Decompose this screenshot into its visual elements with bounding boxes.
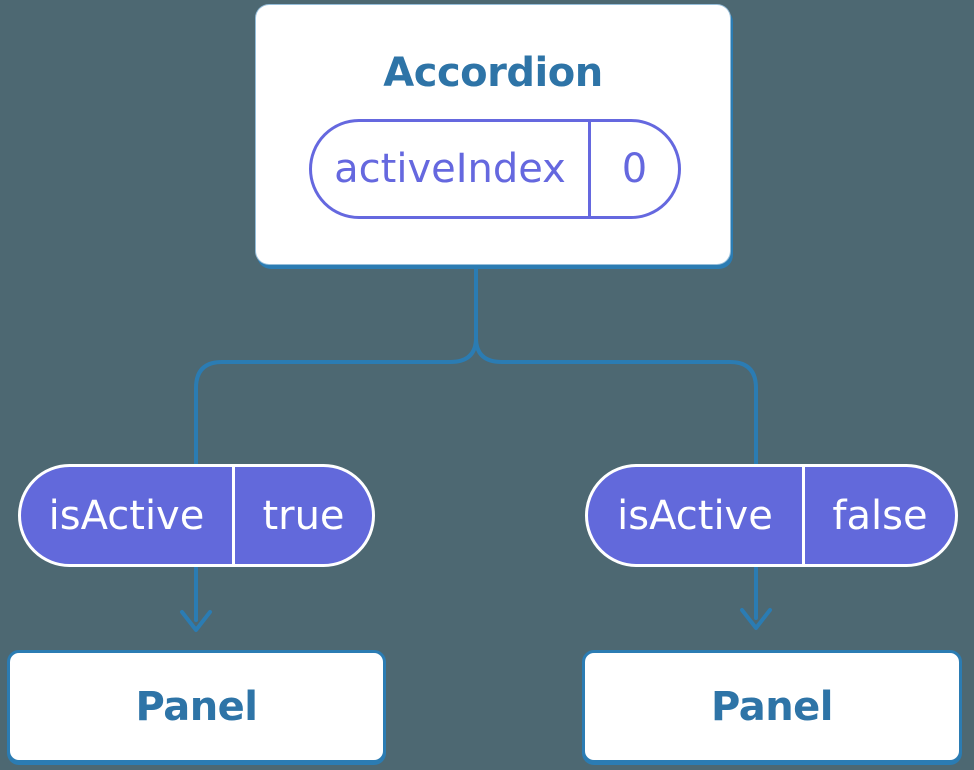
prop-pill-isactive-true: isActive true [18, 464, 375, 567]
panel-title: Panel [135, 683, 258, 730]
state-pill-value: 0 [588, 122, 678, 216]
connector-branch-right [474, 264, 758, 472]
prop-pill-value: false [802, 467, 955, 564]
prop-pill-key: isActive [617, 492, 773, 539]
arrow-down-icon [180, 610, 212, 632]
panel-component-card-right: Panel [582, 650, 962, 763]
state-pill-activeindex: activeIndex 0 [309, 119, 681, 219]
state-pill-key: activeIndex [334, 146, 566, 192]
prop-pill-isactive-false: isActive false [585, 464, 958, 567]
arrow-down-icon [740, 608, 772, 630]
accordion-component-card: Accordion activeIndex 0 [255, 4, 731, 265]
prop-pill-key: isActive [48, 492, 205, 539]
panel-title: Panel [710, 683, 834, 730]
accordion-title: Accordion [383, 50, 603, 96]
connector-branch-left [194, 264, 478, 472]
prop-pill-value: true [232, 467, 372, 564]
panel-component-card-left: Panel [7, 650, 386, 763]
